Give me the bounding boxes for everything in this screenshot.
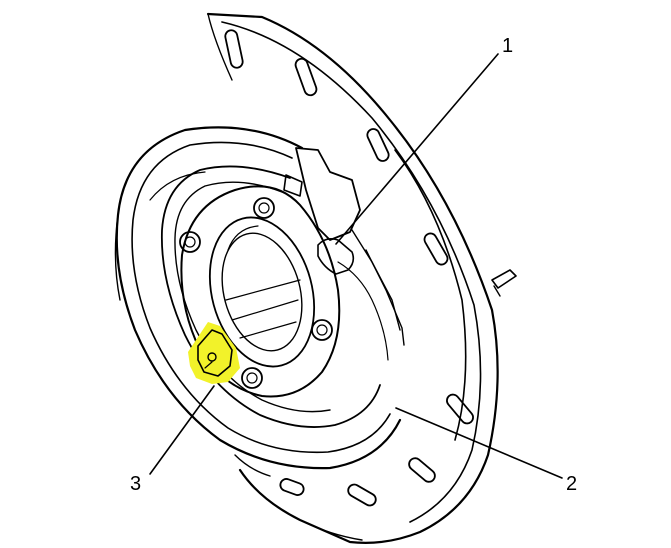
mounting-slots (224, 29, 474, 507)
backing-plate (206, 12, 499, 544)
brake-shoe-inner (160, 165, 381, 428)
callout-1: 1 (502, 35, 513, 57)
leader-line-3 (149, 385, 215, 475)
lug-studs (179, 197, 333, 389)
hub-flange (180, 185, 341, 398)
actuator-mechanism (283, 147, 405, 361)
leader-lines (149, 53, 563, 479)
callout-3: 3 (130, 473, 141, 495)
callout-2: 2 (566, 473, 577, 495)
highlighted-clip (188, 322, 240, 384)
leader-line-1 (335, 53, 499, 245)
leader-line-2 (395, 407, 563, 479)
brake-shoe-outer (114, 126, 402, 477)
adjuster-stud (491, 269, 517, 297)
